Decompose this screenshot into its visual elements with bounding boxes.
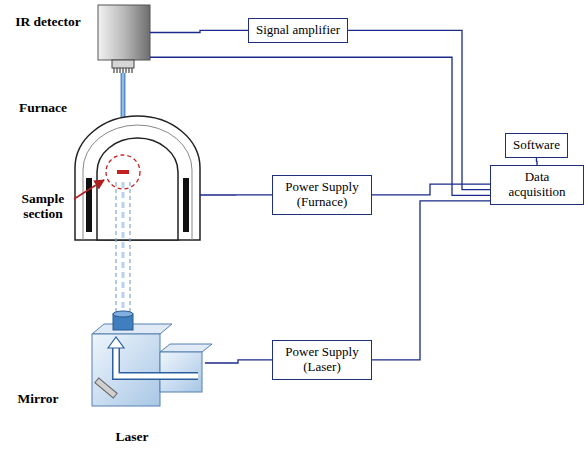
sample: [117, 170, 129, 174]
signal-wire: [150, 30, 248, 32]
component-label: Laser: [102, 430, 162, 445]
laser-extension-top: [160, 344, 212, 352]
ir-detector-body: [98, 5, 150, 73]
box-text: Software: [513, 138, 560, 153]
internal-beam-arrowhead: [108, 337, 124, 348]
furnace-outer-shell: [75, 116, 200, 240]
data-acquisition-box: Data acquisition: [490, 165, 584, 205]
laser-body: [92, 334, 160, 406]
furnace-body: [75, 116, 200, 240]
detector-lens-mount: [112, 60, 134, 68]
laser-output-aperture: [113, 311, 133, 317]
laser: Laser: [92, 318, 205, 408]
furnace-inner-chamber: [97, 138, 178, 240]
beam-tube-wall: [129, 182, 130, 318]
signal-wire: [372, 184, 490, 195]
ir-detector: IR detector: [98, 5, 150, 60]
signal-wire: [372, 201, 490, 360]
signal-wire: [200, 194, 272, 195]
detector-housing: [98, 5, 150, 60]
power-supply-box: Power Supply (Laser): [272, 340, 372, 380]
component-label: Furnace: [13, 101, 73, 116]
beam-tube-wall: [115, 182, 116, 318]
signal-wire: [536, 158, 538, 165]
power-supply-box: Power Supply (Furnace): [272, 175, 372, 215]
internal-beam-outline: [116, 346, 198, 376]
part-label: Sample section: [14, 192, 72, 222]
part-label: Mirror: [8, 392, 68, 407]
heating-element: [86, 178, 92, 232]
mirror-symbol: [95, 378, 117, 398]
heating-element: [183, 178, 189, 232]
box-text: Data acquisition: [498, 170, 576, 200]
internal-beam: [116, 346, 198, 376]
signal-wire: [348, 30, 490, 189]
pointer-arrow: [74, 180, 104, 199]
detector-lens-ribs: [114, 68, 132, 73]
box-text: Power Supply (Furnace): [280, 180, 364, 210]
laser-beam: [122, 182, 125, 318]
laser-beam-path: [116, 182, 130, 318]
box-text: Power Supply (Laser): [280, 345, 364, 375]
signal-amplifier-box: Signal amplifier: [248, 18, 348, 43]
signal-wire: [205, 360, 272, 363]
furnace: Furnace: [75, 115, 200, 240]
box-text: Signal amplifier: [256, 23, 340, 38]
laser-unit: [92, 311, 212, 406]
software-box: Software: [505, 133, 568, 158]
component-label: IR detector: [12, 15, 84, 30]
